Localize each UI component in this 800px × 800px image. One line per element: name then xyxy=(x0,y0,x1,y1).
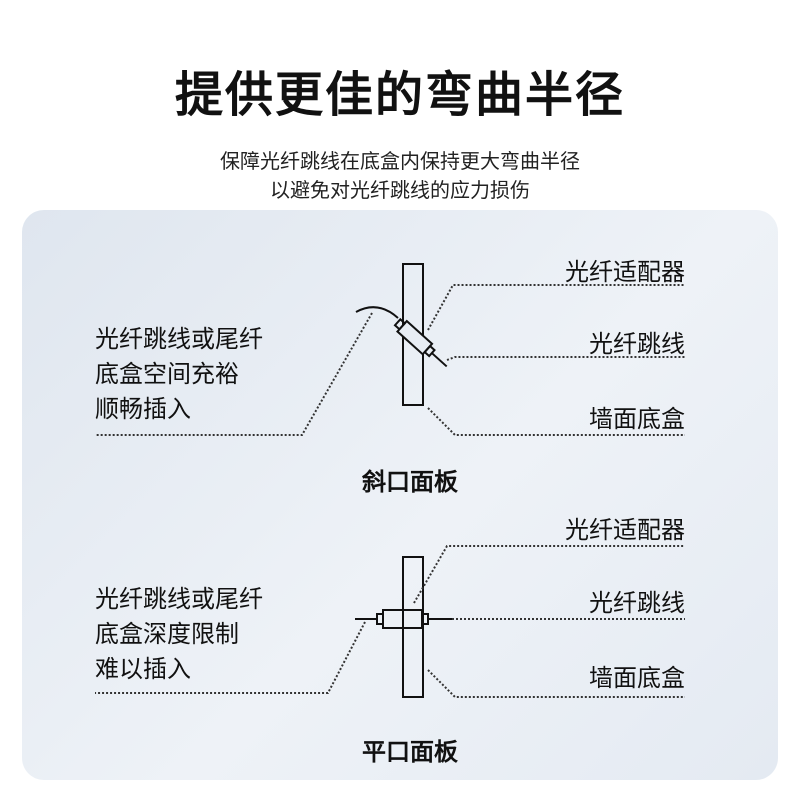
adapter-cap-right xyxy=(421,613,429,625)
angled-panel-diagram xyxy=(355,263,448,406)
flat-left-text-2: 底盒深度限制 xyxy=(95,620,239,648)
label-fiber-adapter: 光纤适配器 xyxy=(565,258,685,286)
subtitle-line-2: 以避免对光纤跳线的应力损伤 xyxy=(270,178,530,202)
angled-callout-lines xyxy=(95,284,685,436)
adapter-cap-left xyxy=(393,317,407,331)
fiber-cable xyxy=(355,306,399,319)
label-fiber-adapter: 光纤适配器 xyxy=(565,516,685,544)
angled-left-text-2: 底盒空间充裕 xyxy=(95,360,239,388)
page-title: 提供更佳的弯曲半径 xyxy=(174,67,625,123)
diagram-panel xyxy=(22,210,778,780)
flat-left-text-1: 光纤跳线或尾纤 xyxy=(95,585,263,613)
angled-left-text-3: 顺畅插入 xyxy=(95,395,191,423)
flat-left-text-3: 难以插入 xyxy=(95,655,191,683)
angled-left-text-1: 光纤跳线或尾纤 xyxy=(95,325,263,353)
label-fiber-patch-cord: 光纤跳线 xyxy=(589,330,685,358)
adapter-cap-left xyxy=(376,613,384,625)
label-wall-box: 墙面底盒 xyxy=(589,405,685,433)
flat-panel-diagram xyxy=(355,556,452,698)
label-fiber-patch-cord: 光纤跳线 xyxy=(589,589,685,617)
flat-callout-lines xyxy=(95,545,685,698)
angled-panel-caption: 斜口面板 xyxy=(362,468,458,496)
label-wall-box: 墙面底盒 xyxy=(589,664,685,692)
flat-panel-caption: 平口面板 xyxy=(362,738,458,766)
subtitle-line-1: 保障光纤跳线在底盒内保持更大弯曲半径 xyxy=(220,149,580,173)
